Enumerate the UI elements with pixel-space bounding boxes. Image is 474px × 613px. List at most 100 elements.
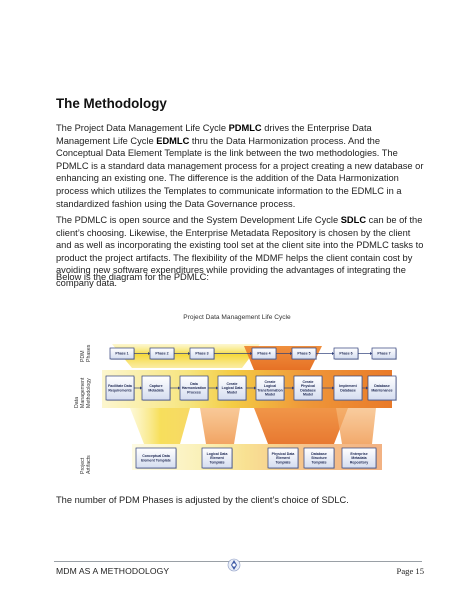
box-label: Phase 6 bbox=[339, 352, 352, 356]
paragraph-2: The PDMLC is open source and the System … bbox=[56, 214, 426, 290]
box-label: Element bbox=[276, 456, 290, 460]
box-label: Element Template bbox=[141, 458, 171, 462]
box-label: Process bbox=[187, 390, 201, 394]
yellow-flow-top bbox=[112, 344, 260, 368]
mdm-logo-icon bbox=[227, 558, 241, 572]
arrow-head bbox=[216, 386, 218, 390]
arrow-head bbox=[254, 386, 256, 390]
phase-row: Phase 1 Phase 2 Phase 3 Phase 4 Phase 5 Phase… bbox=[109, 347, 397, 360]
paragraph-1-text-c: thru the Data Harmonization process. And… bbox=[56, 135, 424, 209]
box-label: Database bbox=[300, 388, 316, 392]
box-label: Phase 4 bbox=[257, 352, 270, 356]
diagram-title: Project Data Management Life Cycle bbox=[183, 314, 291, 321]
box-label: Template bbox=[275, 460, 290, 464]
phase-box: Phase 3 bbox=[189, 347, 215, 360]
box-label: Transformation bbox=[257, 388, 282, 392]
paragraph-1-text-a: The Project Data Management Life Cycle bbox=[56, 123, 229, 133]
box-label: Physical bbox=[301, 384, 315, 388]
box-frame bbox=[267, 447, 299, 469]
box-frame bbox=[141, 375, 171, 401]
lane-label-phases-line: PDM bbox=[80, 350, 86, 362]
box-label: Database bbox=[311, 452, 327, 456]
box-frame bbox=[303, 447, 335, 469]
arrow-head bbox=[148, 351, 150, 356]
box-label: Metadata bbox=[148, 388, 163, 392]
box-frame bbox=[255, 375, 285, 401]
lane-label-phases: PDM Phases bbox=[80, 344, 92, 362]
box-frame bbox=[371, 347, 397, 360]
phase-box: Phase 5 bbox=[291, 347, 317, 360]
arrow-head bbox=[290, 351, 292, 356]
lane-label-phases-line: Phases bbox=[86, 344, 92, 362]
pdmlc-diagram: Project Data Management Life Cycle PDM bbox=[74, 314, 397, 474]
section-heading: The Methodology bbox=[56, 96, 167, 111]
phase-box: Phase 4 bbox=[251, 347, 277, 360]
arrow-head bbox=[292, 386, 294, 390]
box-label: Template bbox=[209, 460, 224, 464]
box-label: Implement bbox=[339, 384, 357, 388]
paragraph-4: The number of PDM Phases is adjusted by … bbox=[56, 495, 349, 505]
box-label: Model bbox=[265, 392, 275, 396]
box-label: Logical bbox=[264, 384, 276, 388]
box-label: Create bbox=[303, 380, 314, 384]
lane-label-artifacts: Project Artifacts bbox=[80, 455, 92, 474]
box-label: Template bbox=[311, 460, 326, 464]
box-label: Model bbox=[303, 392, 313, 396]
yellow-flow-bottom bbox=[130, 408, 190, 444]
process-row: Facilitate DataRequirementsCaptureMetada… bbox=[105, 375, 397, 401]
lane-label-methodology: Data Management Methodology bbox=[74, 376, 92, 408]
box-label: Database bbox=[374, 384, 390, 388]
box-frame bbox=[135, 447, 177, 469]
repository-flow bbox=[336, 408, 376, 444]
box-frame bbox=[217, 375, 247, 401]
phase-box: Phase 1 bbox=[109, 347, 135, 360]
box-frame bbox=[341, 447, 377, 469]
box-label: Enterprise bbox=[350, 452, 367, 456]
lane-label-methodology-line: Management bbox=[80, 377, 86, 408]
box-frame bbox=[179, 375, 209, 401]
box-label: Harmonization bbox=[182, 386, 206, 390]
arrow-head bbox=[370, 351, 372, 356]
arrow-head bbox=[178, 386, 180, 390]
box-frame bbox=[367, 375, 397, 401]
arrow-head bbox=[188, 351, 190, 356]
arrow-head bbox=[140, 386, 142, 390]
lane-label-artifacts-line: Project bbox=[80, 457, 86, 474]
light-orange-flow bbox=[200, 408, 240, 444]
box-label: Metadata bbox=[351, 456, 366, 460]
box-label: Create bbox=[265, 380, 276, 384]
box-label: Phase 2 bbox=[155, 352, 168, 356]
box-frame bbox=[201, 447, 233, 469]
box-label: Logical Data bbox=[222, 386, 243, 390]
box-label: Phase 1 bbox=[115, 352, 128, 356]
box-label: Create bbox=[227, 382, 238, 386]
box-label: Phase 5 bbox=[297, 352, 310, 356]
orange-flow-artifacts bbox=[254, 408, 348, 444]
lane-label-methodology-line: Methodology bbox=[86, 378, 92, 408]
sdlc-term: SDLC bbox=[340, 215, 367, 225]
arrow-head bbox=[250, 351, 252, 356]
box-label: Requirements bbox=[108, 388, 131, 392]
lane-labels: PDM Phases Data Management Methodology P… bbox=[74, 344, 92, 474]
box-frame bbox=[293, 375, 323, 401]
phase-box: Phase 7 bbox=[371, 347, 397, 360]
edmlc-term: EDMLC bbox=[156, 135, 190, 146]
paragraph-2-text-a: The PDMLC is open source and the System … bbox=[56, 215, 341, 225]
lane-label-artifacts-line: Artifacts bbox=[86, 455, 92, 474]
footer-title: MDM AS A METHODOLOGY bbox=[56, 566, 170, 576]
box-label: Repository bbox=[350, 460, 368, 464]
arrow-head bbox=[366, 386, 368, 390]
paragraph-3: Below is the diagram for the PDMLC: bbox=[56, 272, 209, 282]
box-label: Database bbox=[340, 388, 356, 392]
